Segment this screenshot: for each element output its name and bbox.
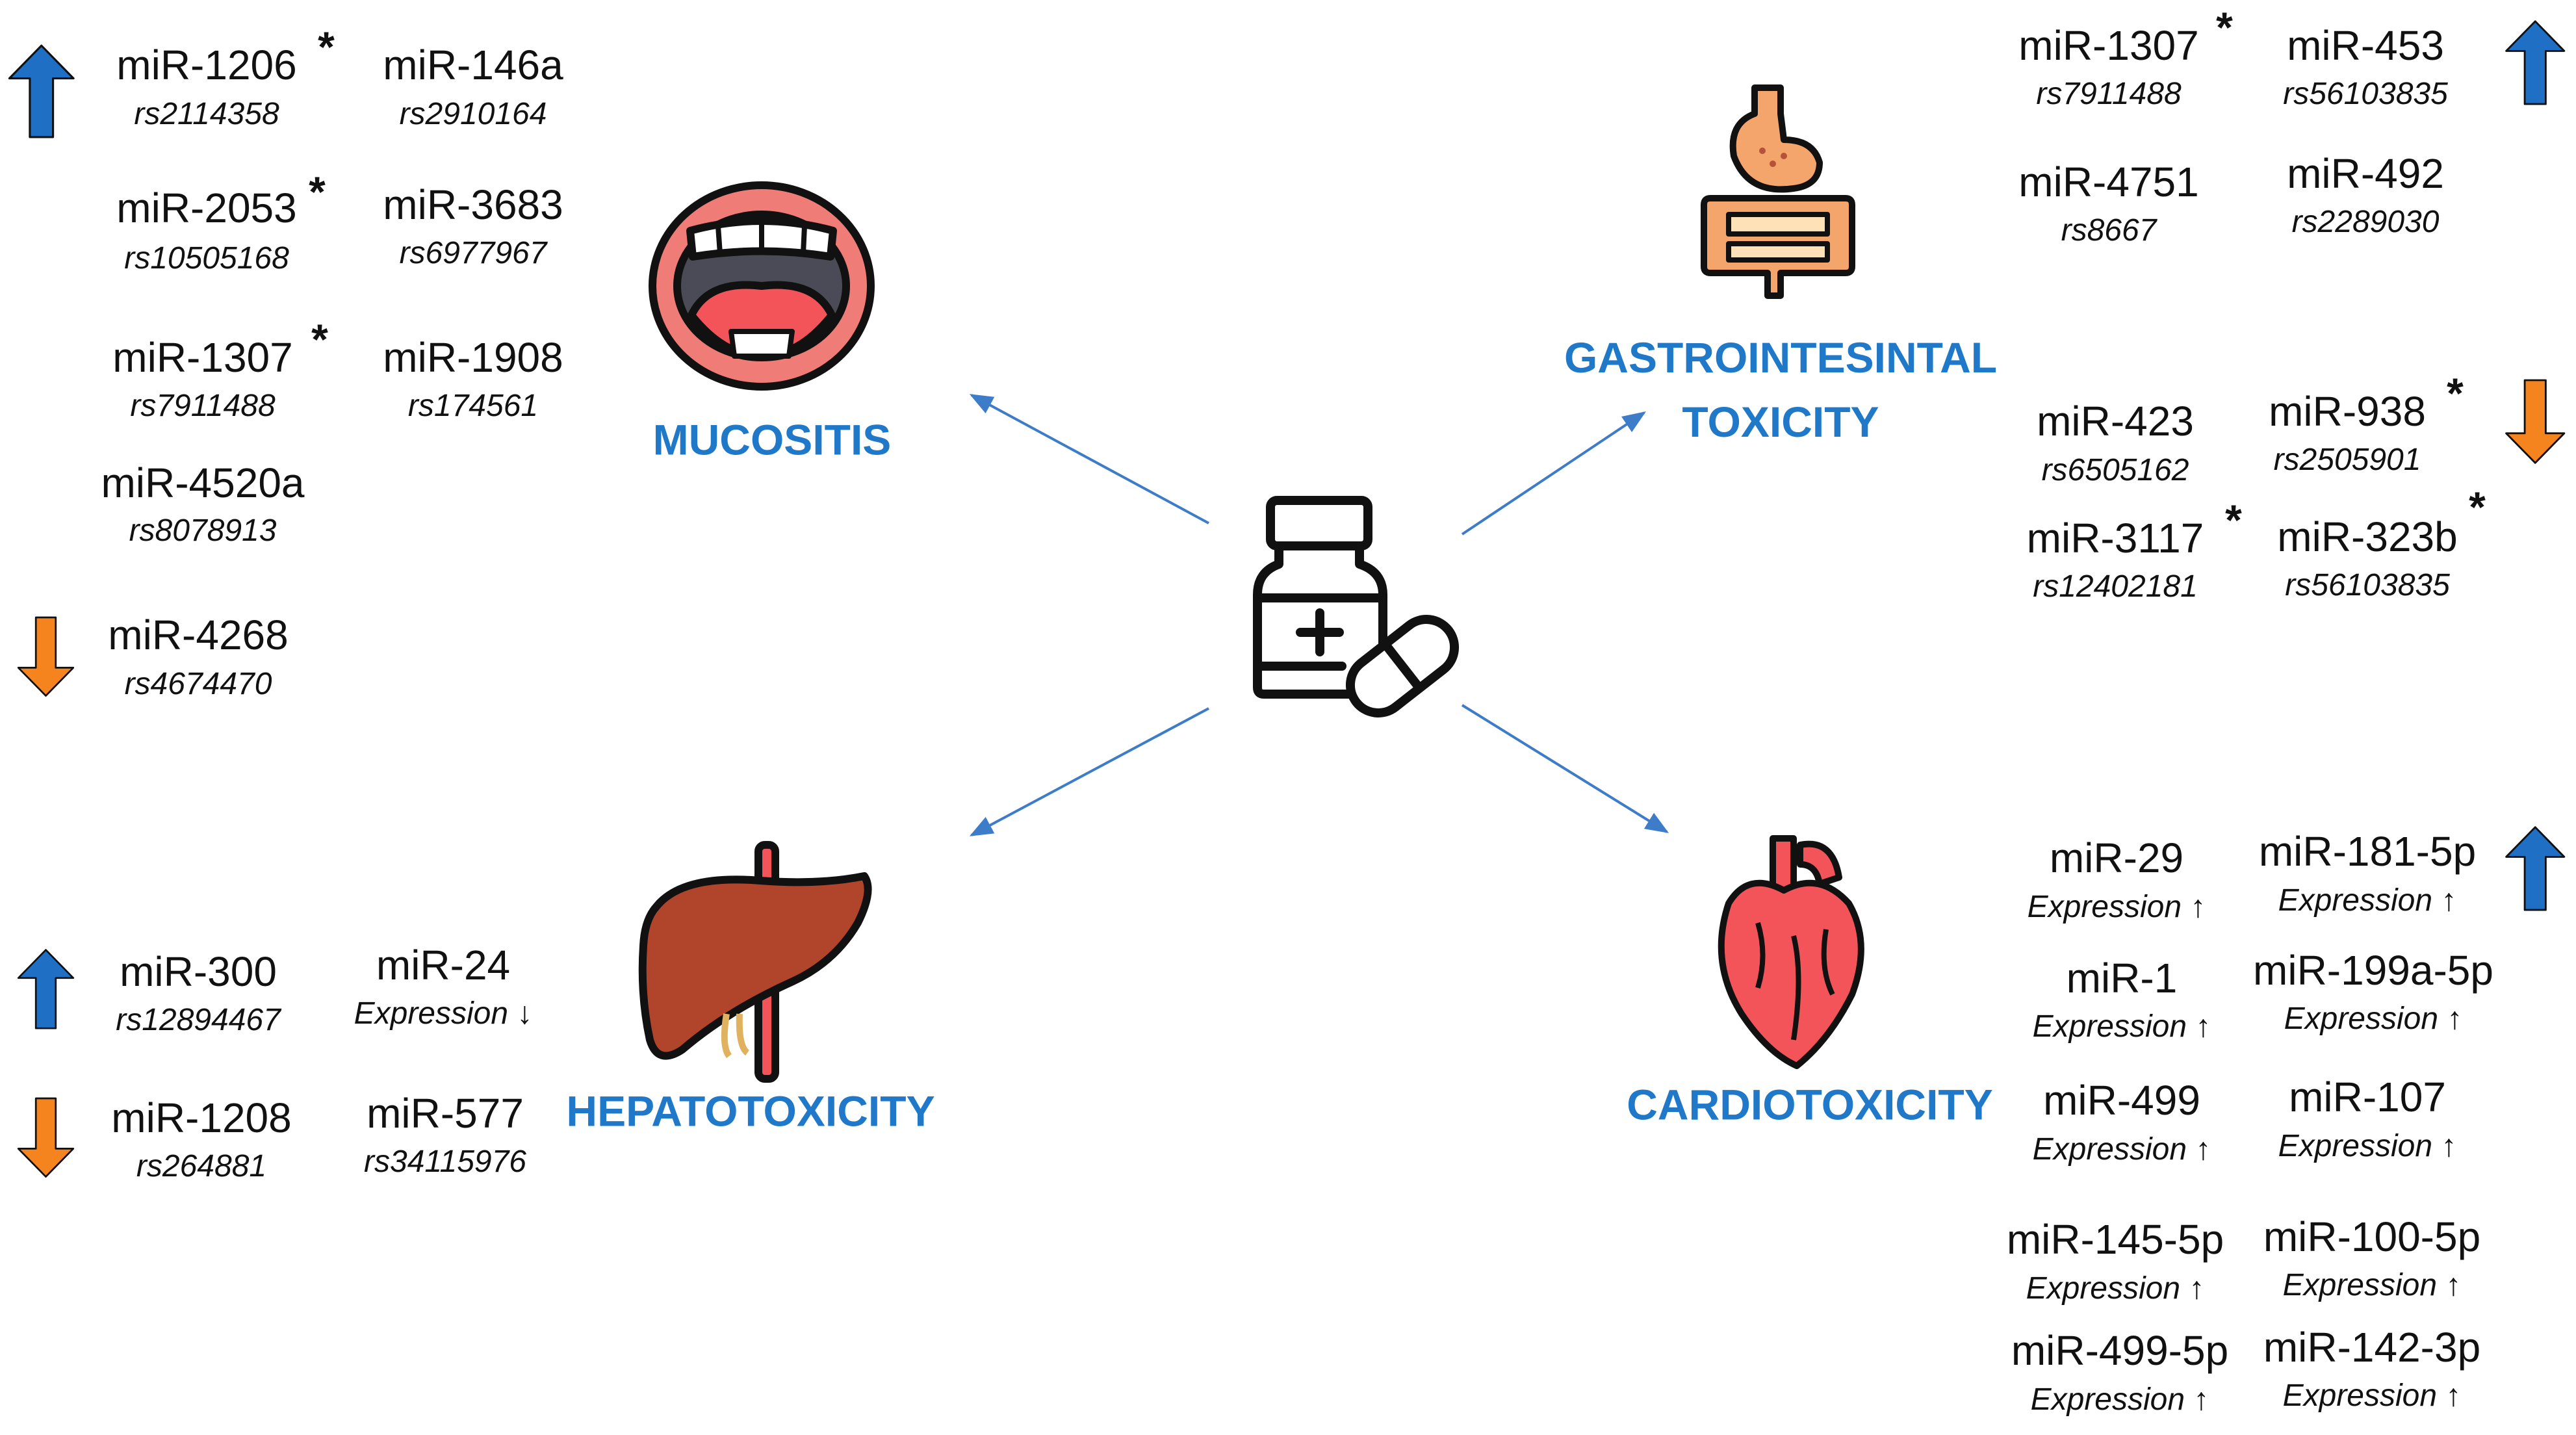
mir-label: miR-499-5p bbox=[2011, 1327, 2229, 1374]
connector-to-mucositis bbox=[969, 394, 1209, 524]
expression-label: Expression ↓ bbox=[354, 996, 533, 1031]
mir-label: miR-1 bbox=[2066, 955, 2178, 1002]
heart-icon bbox=[1718, 835, 1864, 1069]
mir-label: miR-199a-5p bbox=[2253, 947, 2493, 994]
snp-label: rs56103835 bbox=[2285, 568, 2450, 602]
mir-label: miR-4520a bbox=[101, 459, 305, 506]
mir-label: miR-142-3p bbox=[2263, 1324, 2481, 1371]
mir-label: miR-24 bbox=[376, 942, 511, 989]
mir-label: miR-100-5p bbox=[2263, 1213, 2481, 1260]
mir-label: miR-2053 bbox=[116, 185, 297, 231]
snp-label: rs6505162 bbox=[2041, 453, 2189, 487]
mir-label: miR-1206 bbox=[116, 42, 297, 88]
mir-label: miR-146a bbox=[383, 42, 563, 88]
significance-asterisk: * bbox=[309, 168, 326, 216]
expression-label: Expression ↑ bbox=[2032, 1132, 2211, 1167]
mir-label: miR-107 bbox=[2289, 1074, 2446, 1120]
snp-label: rs264881 bbox=[136, 1149, 267, 1183]
liver-icon bbox=[638, 841, 872, 1083]
mir-label: miR-1307 bbox=[112, 334, 293, 381]
mir-label: miR-453 bbox=[2287, 22, 2444, 69]
mir-label: miR-145-5p bbox=[2006, 1216, 2224, 1263]
snp-label: rs174561 bbox=[407, 389, 539, 423]
expression-label: Expression ↑ bbox=[2284, 1002, 2463, 1036]
arrow-up-icon bbox=[2505, 20, 2566, 105]
snp-label: rs7911488 bbox=[2036, 77, 2182, 111]
mir-label: miR-492 bbox=[2287, 150, 2444, 197]
mir-label: miR-4751 bbox=[2018, 159, 2199, 205]
cardiotoxicity-title: CARDIOTOXICITY bbox=[1627, 1080, 1993, 1129]
significance-asterisk: * bbox=[2469, 483, 2486, 531]
mir-label: miR-29 bbox=[2049, 834, 2184, 881]
mir-label: miR-938 bbox=[2269, 388, 2426, 435]
connector-to-gastrointestinal bbox=[1461, 411, 1646, 536]
medicine-bottle-icon bbox=[1253, 496, 1387, 699]
expression-label: Expression ↑ bbox=[2282, 1378, 2462, 1413]
snp-label: rs34115976 bbox=[364, 1144, 526, 1179]
mir-label: miR-423 bbox=[2037, 398, 2194, 445]
direction-arrows bbox=[8, 20, 2566, 1178]
snp-label: rs2910164 bbox=[399, 97, 547, 131]
arrow-up-icon bbox=[2505, 826, 2566, 911]
snp-label: rs7911488 bbox=[130, 389, 276, 423]
snp-label: rs2505901 bbox=[2273, 443, 2421, 477]
expression-label: Expression ↑ bbox=[2282, 1268, 2462, 1302]
mouth-icon bbox=[649, 181, 875, 391]
snp-label: rs2114358 bbox=[134, 97, 279, 131]
significance-asterisk: * bbox=[2216, 3, 2233, 51]
arrow-down-icon bbox=[17, 616, 75, 697]
significance-asterisk: * bbox=[318, 23, 335, 71]
mir-label: miR-499 bbox=[2043, 1077, 2200, 1124]
connector-to-cardiotoxicity bbox=[1461, 704, 1669, 833]
pill-icon bbox=[1345, 615, 1460, 718]
hepatotoxicity-title: HEPATOTOXICITY bbox=[566, 1087, 935, 1135]
connector-to-hepatotoxicity bbox=[969, 707, 1209, 836]
mir-label: miR-3683 bbox=[383, 181, 563, 228]
expression-label: Expression ↑ bbox=[2026, 1271, 2205, 1306]
snp-label: rs2289030 bbox=[2291, 205, 2440, 239]
snp-label: rs12894467 bbox=[116, 1003, 281, 1037]
mir-label: miR-323b bbox=[2277, 513, 2458, 560]
mir-label: miR-3117 bbox=[2026, 515, 2204, 562]
significance-asterisk: * bbox=[311, 315, 328, 363]
snp-label: rs6977967 bbox=[399, 236, 547, 270]
mir-label: miR-181-5p bbox=[2258, 828, 2477, 875]
digestive-system-icon bbox=[1701, 84, 1855, 299]
snp-label: rs56103835 bbox=[2283, 77, 2448, 111]
arrow-up-icon bbox=[17, 949, 75, 1029]
mir-label: miR-1208 bbox=[111, 1094, 292, 1141]
expression-label: Expression ↑ bbox=[2030, 1382, 2209, 1417]
arrow-down-icon bbox=[2505, 379, 2566, 464]
mir-label: miR-4268 bbox=[108, 612, 289, 658]
expression-label: Expression ↑ bbox=[2278, 883, 2457, 918]
significance-asterisk: * bbox=[2447, 369, 2464, 417]
snp-label: rs4674470 bbox=[124, 667, 272, 701]
mir-label: miR-300 bbox=[120, 948, 277, 995]
mir-label: miR-1307 bbox=[2018, 22, 2199, 69]
snp-label: rs8667 bbox=[2061, 213, 2157, 248]
mir-label: miR-577 bbox=[367, 1090, 524, 1137]
snp-label: rs12402181 bbox=[2033, 569, 2198, 604]
mir-label: miR-1908 bbox=[383, 334, 563, 381]
snp-label: rs10505168 bbox=[124, 241, 289, 276]
expression-label: Expression ↑ bbox=[2032, 1009, 2211, 1044]
snp-label: rs8078913 bbox=[129, 513, 277, 548]
arrow-up-icon bbox=[8, 44, 75, 138]
arrow-down-icon bbox=[17, 1097, 75, 1178]
expression-label: Expression ↑ bbox=[2027, 890, 2206, 924]
mucositis-title: MUCOSITIS bbox=[652, 415, 892, 464]
significance-asterisk: * bbox=[2225, 496, 2242, 544]
connector-arrows bbox=[969, 394, 1669, 836]
expression-label: Expression ↑ bbox=[2278, 1129, 2457, 1163]
